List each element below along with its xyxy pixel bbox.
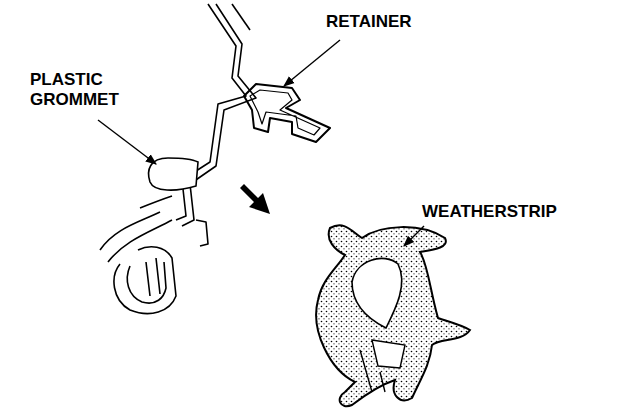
part-label: RETAINER: [326, 12, 466, 32]
part-label: WEATHERSTRIP: [422, 202, 602, 222]
part-label: PLASTIC GROMMET: [30, 70, 130, 110]
